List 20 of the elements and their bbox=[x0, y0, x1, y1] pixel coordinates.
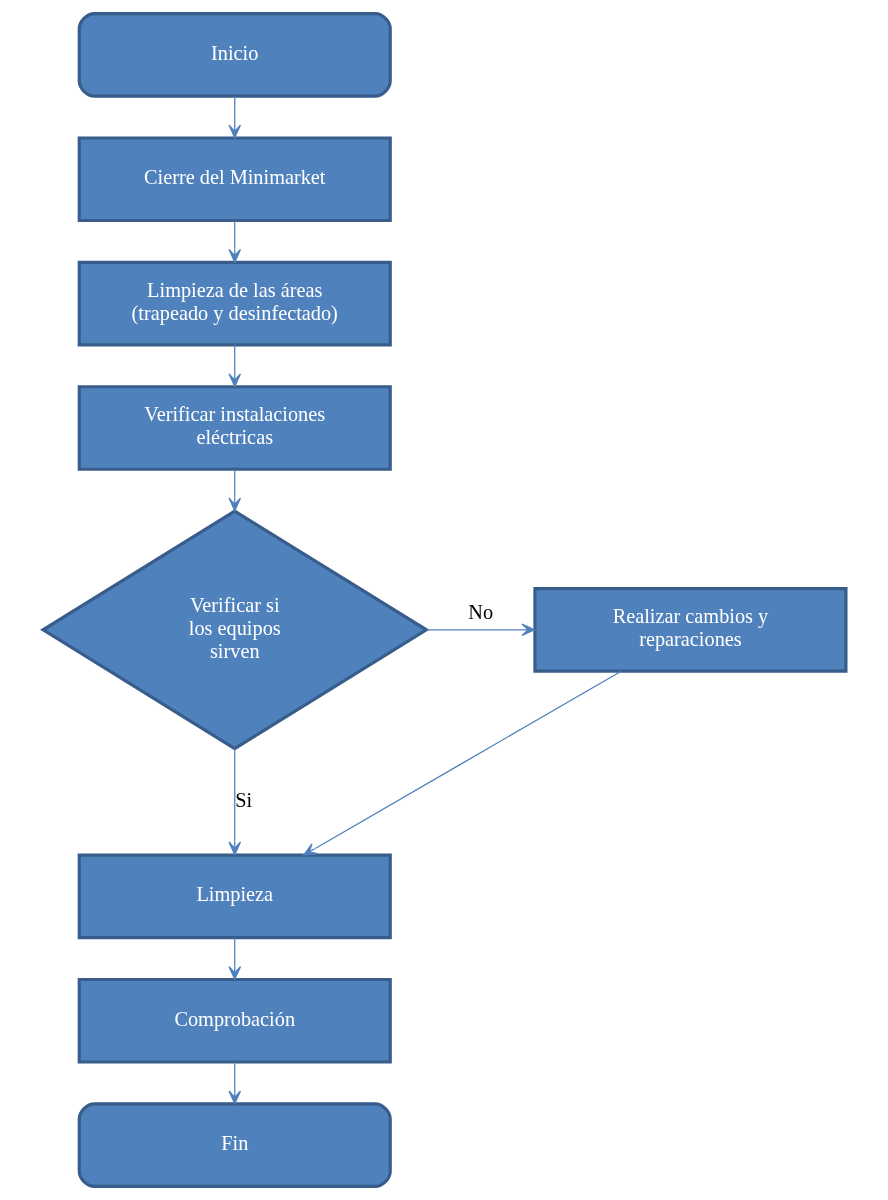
node-box: Fin bbox=[77, 1102, 392, 1188]
node-box: Verificar instalaciones eléctricas bbox=[77, 385, 392, 471]
arrow bbox=[227, 748, 241, 856]
edge-label: No bbox=[467, 601, 493, 624]
node-box: Comprobación bbox=[77, 977, 392, 1064]
arrow bbox=[227, 344, 241, 388]
arrow bbox=[227, 468, 241, 512]
node-box: Limpieza bbox=[77, 853, 392, 940]
arrow bbox=[302, 670, 622, 856]
node-box: Cierre del Minimarket bbox=[77, 136, 392, 223]
arrow bbox=[425, 623, 535, 637]
arrow bbox=[227, 95, 241, 139]
node-box: Inicio bbox=[77, 12, 392, 98]
node-box: Realizar cambios y reparaciones bbox=[532, 587, 847, 673]
arrow bbox=[227, 937, 241, 980]
node-box: Limpieza de las áreas (trapeado y desinfectado) bbox=[77, 260, 392, 347]
edge-label: Si bbox=[234, 788, 252, 811]
arrow bbox=[227, 220, 241, 263]
node-diamond: Verificar si los equipos sirven bbox=[39, 509, 429, 751]
arrow bbox=[227, 1061, 241, 1105]
